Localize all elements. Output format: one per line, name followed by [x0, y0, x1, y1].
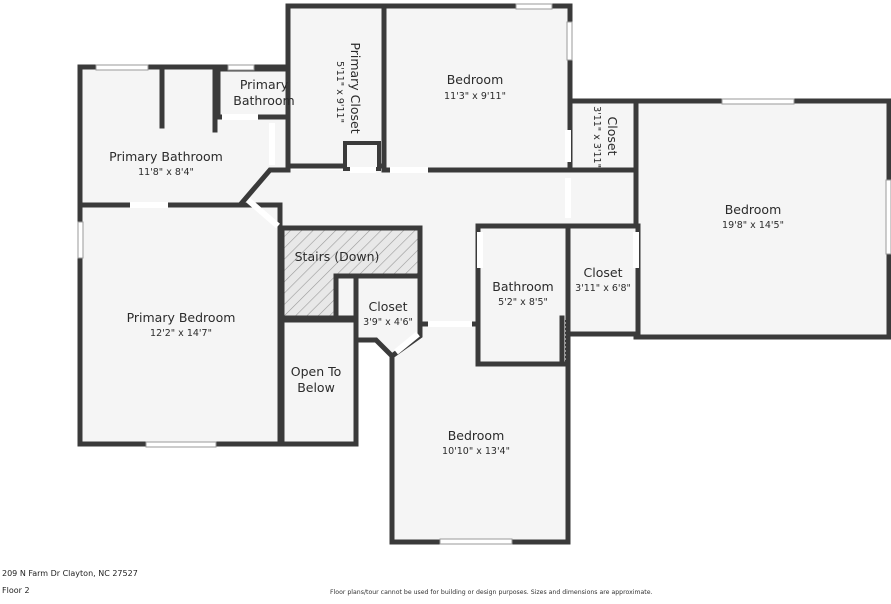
- room-name-stairs: Stairs (Down): [295, 249, 380, 264]
- property-address: 209 N Farm Dr Clayton, NC 27527: [2, 569, 138, 578]
- disclaimer-text: Floor plans/tour cannot be used for buil…: [330, 589, 653, 596]
- bathroom: [475, 223, 571, 367]
- room-size-closet-small: 3'9" x 4'6": [363, 317, 413, 328]
- room-size-bathroom: 5'2" x 8'5": [498, 297, 548, 308]
- room-name-bedroom-top: Bedroom: [447, 72, 504, 87]
- room-size-primary-bedroom: 12'2" x 14'7": [150, 328, 212, 339]
- room-name-open-to-below: Open To: [291, 364, 342, 379]
- stairs-notch: [333, 273, 359, 321]
- window: [885, 179, 891, 255]
- room-name-closet-top: Closet: [605, 117, 620, 156]
- primary-closet: [285, 3, 387, 169]
- room-name-bedroom-right: Bedroom: [725, 202, 782, 217]
- room-size-bedroom-bottom: 10'10" x 13'4": [442, 446, 510, 457]
- window: [721, 98, 795, 105]
- room-size-bedroom-top: 11'3" x 9'11": [444, 91, 506, 102]
- window: [439, 538, 513, 545]
- room-name-bathroom: Bathroom: [492, 279, 553, 294]
- room-name-closet-right: Closet: [584, 265, 623, 280]
- room-name-primary-bathroom-small: Bathroom: [233, 93, 294, 108]
- door-opening: [394, 331, 420, 355]
- window: [95, 64, 149, 71]
- hallway-right: [568, 170, 638, 228]
- room-size-bedroom-right: 19'8" x 14'5": [722, 220, 784, 231]
- room-size-closet-right: 3'11" x 6'8": [575, 283, 631, 294]
- room-size-closet-top: 3'11" x 3'11": [591, 106, 602, 168]
- door-opening: [246, 197, 280, 229]
- window: [77, 221, 84, 259]
- room-name-primary-bathroom-small: Primary: [240, 77, 289, 92]
- window: [227, 64, 255, 71]
- closet-notch: [343, 141, 381, 171]
- bedroom-top: [381, 3, 573, 173]
- closet-top: [567, 98, 639, 173]
- room-name-closet-small: Closet: [369, 299, 408, 314]
- open-to-below: [279, 317, 359, 447]
- room-name-bedroom-bottom: Bedroom: [448, 428, 505, 443]
- room-name-primary-bedroom: Primary Bedroom: [127, 310, 236, 325]
- room-size-primary-closet: 5'11" x 9'11": [334, 61, 345, 123]
- floor-label: Floor 2: [2, 586, 30, 595]
- room-size-primary-bathroom: 11'8" x 8'4": [138, 167, 194, 178]
- window: [145, 441, 217, 448]
- room-name-open-to-below: Below: [297, 380, 335, 395]
- window: [566, 21, 573, 61]
- bedroom-right: [633, 98, 891, 340]
- room-name-primary-closet: Primary Closet: [348, 42, 363, 133]
- window: [515, 3, 553, 10]
- closet-right: [565, 223, 641, 337]
- room-name-primary-bathroom: Primary Bathroom: [109, 149, 223, 164]
